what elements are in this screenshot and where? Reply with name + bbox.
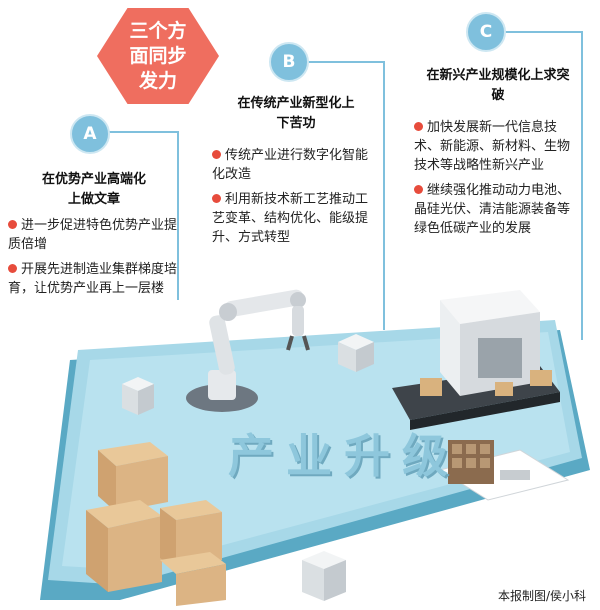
list-item: 继续强化推动动力电池、晶硅光伏、清洁能源装备等绿色低碳产业的发展 <box>414 183 571 236</box>
section-a-badge: A <box>70 114 110 154</box>
office-shelf-icon <box>438 440 570 501</box>
section-b-title: 在传统产业新型化上下苦功 <box>237 96 355 131</box>
bullet-icon <box>414 122 423 131</box>
section-c-title: 在新兴产业规模化上求突破 <box>426 68 570 103</box>
list-item: 加快发展新一代信息技术、新能源、新材料、生物技术等战略性新兴产业 <box>414 120 571 173</box>
bullet-icon <box>212 150 221 159</box>
section-c: 在新兴产业规模化上求突破 加快发展新一代信息技术、新能源、新材料、生物技术等战略… <box>414 66 582 238</box>
bullet-icon <box>8 264 17 273</box>
factory-machine-icon <box>392 290 560 430</box>
bullet-icon <box>8 220 17 229</box>
list-item: 进一步促进特色优势产业提质倍增 <box>8 218 178 252</box>
cube-icon <box>338 334 374 372</box>
list-item: 开展先进制造业集群梯度培育，让优势产业再上一层楼 <box>8 262 178 296</box>
theme-text: 三个方面同步发力 <box>129 19 187 92</box>
section-a: 在优势产业高端化上做文章 进一步促进特色优势产业提质倍增 开展先进制造业集群梯度… <box>8 170 180 298</box>
section-b: 在传统产业新型化上下苦功 传统产业进行数字化智能化改造 利用新技术新工艺推动工艺… <box>212 94 380 247</box>
section-c-badge: C <box>466 12 506 52</box>
list-item: 传统产业进行数字化智能化改造 <box>212 148 369 182</box>
connector-lines <box>108 31 583 340</box>
platform-title: 产业升级 <box>228 429 460 483</box>
cardboard-boxes-icon <box>86 442 226 606</box>
bullet-icon <box>414 185 423 194</box>
section-a-title: 在优势产业高端化上做文章 <box>41 172 146 207</box>
robot-arm-icon <box>186 289 310 412</box>
bullet-icon <box>212 194 221 203</box>
credit-line: 本报制图/侯小科 <box>497 589 586 603</box>
section-b-badge: B <box>269 42 309 82</box>
cube-icon <box>122 377 154 415</box>
list-item: 利用新技术新工艺推动工艺变革、结构优化、能级提升、方式转型 <box>212 192 369 245</box>
cube-icon <box>302 551 346 601</box>
